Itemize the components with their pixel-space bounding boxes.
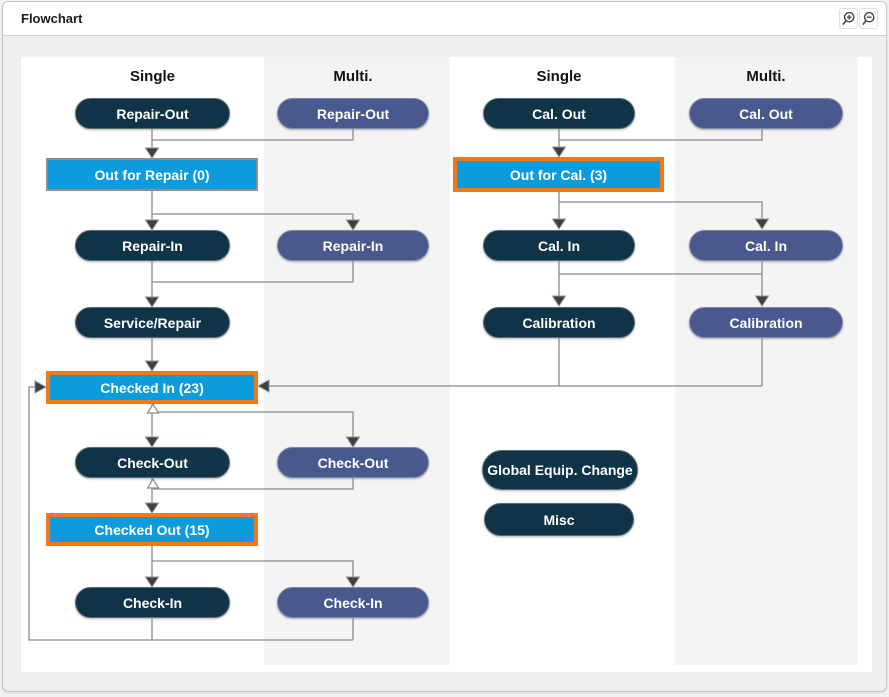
node-repair-out-multi[interactable]: Repair-Out: [277, 98, 429, 129]
node-check-out-single[interactable]: Check-Out: [75, 447, 230, 478]
multi-column-stripe-cal: [675, 57, 858, 665]
flowchart-canvas: [21, 57, 872, 672]
panel-titlebar: Flowchart: [3, 2, 886, 36]
node-service-repair[interactable]: Service/Repair: [75, 307, 230, 338]
node-repair-in-multi[interactable]: Repair-In: [277, 230, 429, 261]
node-cal-out-multi[interactable]: Cal. Out: [689, 98, 843, 129]
node-checked-in[interactable]: Checked In (23): [46, 371, 258, 404]
node-repair-out-single[interactable]: Repair-Out: [75, 98, 230, 129]
node-cal-in-single[interactable]: Cal. In: [483, 230, 635, 261]
zoom-in-button[interactable]: [839, 8, 858, 29]
multi-column-stripe-repair: [264, 57, 450, 665]
node-misc[interactable]: Misc: [484, 503, 634, 536]
zoom-controls: [839, 8, 878, 29]
node-global-equip-change[interactable]: Global Equip. Change: [482, 450, 638, 490]
node-calibration-single[interactable]: Calibration: [483, 307, 635, 338]
node-check-in-single[interactable]: Check-In: [75, 587, 230, 618]
node-calibration-multi[interactable]: Calibration: [689, 307, 843, 338]
column-header-repair-multi: Multi.: [333, 68, 373, 85]
node-check-out-multi[interactable]: Check-Out: [277, 447, 429, 478]
column-header-repair-single: Single: [129, 68, 175, 85]
magnifier-plus-icon: [842, 11, 855, 25]
node-out-for-cal[interactable]: Out for Cal. (3): [453, 157, 664, 192]
column-header-cal-multi: Multi.: [746, 68, 786, 85]
node-checked-out[interactable]: Checked Out (15): [46, 513, 258, 546]
node-repair-in-single[interactable]: Repair-In: [75, 230, 230, 261]
node-cal-in-multi[interactable]: Cal. In: [689, 230, 843, 261]
node-out-for-repair[interactable]: Out for Repair (0): [46, 158, 258, 191]
node-cal-out-single[interactable]: Cal. Out: [483, 98, 635, 129]
node-check-in-multi[interactable]: Check-In: [277, 587, 429, 618]
magnifier-minus-icon: [862, 11, 875, 25]
panel-title: Flowchart: [21, 11, 83, 26]
zoom-out-button[interactable]: [859, 8, 878, 29]
column-header-cal-single: Single: [536, 68, 582, 85]
